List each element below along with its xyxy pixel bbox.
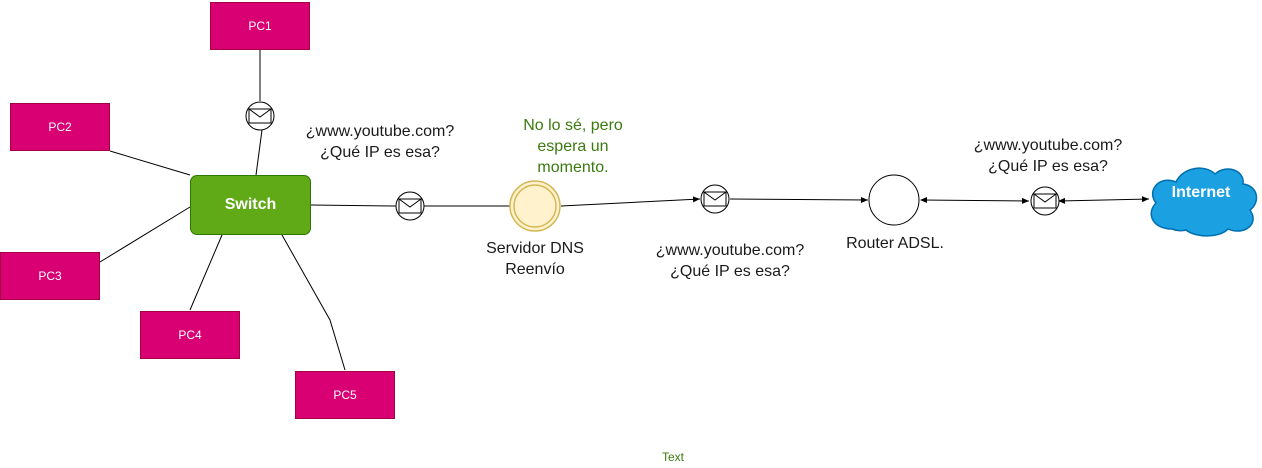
- line-pc2-switch: [109, 150, 191, 176]
- query-label-2: ¿www.youtube.com? ¿Qué IP es esa?: [655, 242, 805, 280]
- pc4-label: PC4: [178, 328, 202, 342]
- pc5-node[interactable]: PC5: [295, 371, 395, 419]
- pc2-node[interactable]: PC2: [10, 103, 110, 151]
- pc2-label: PC2: [48, 120, 72, 134]
- line-pc4-switch: [189, 234, 223, 311]
- arrow-envelope-internet: [1058, 196, 1150, 204]
- cloud-icon: [1150, 167, 1258, 237]
- router-label: Router ADSL.: [846, 235, 944, 252]
- line-switch-envelope: [310, 204, 397, 207]
- line-envelope-switch: [255, 129, 263, 176]
- query-label-1: ¿www.youtube.com? ¿Qué IP es esa?: [305, 123, 455, 161]
- pc1-node[interactable]: PC1: [210, 2, 310, 50]
- dns-server-label: Servidor DNS Reenvío: [486, 240, 584, 278]
- envelope-icon: [395, 191, 425, 221]
- pc1-label: PC1: [248, 19, 272, 33]
- connections: [99, 50, 1150, 371]
- pc3-label: PC3: [38, 269, 62, 283]
- arrow-router-envelope: [920, 197, 1030, 204]
- arrow-envelope-router: [729, 196, 869, 203]
- internet-label: Internet: [1171, 184, 1231, 201]
- dns-server-node: [509, 180, 561, 232]
- envelope-icon: [1030, 186, 1060, 216]
- line-pc3-switch: [99, 206, 191, 263]
- envelope-icon: [700, 184, 730, 214]
- switch-node[interactable]: Switch: [190, 175, 311, 235]
- footer-text: Text: [662, 450, 685, 464]
- query-label-3: ¿www.youtube.com? ¿Qué IP es esa?: [973, 137, 1123, 175]
- pc4-node[interactable]: PC4: [140, 311, 240, 359]
- envelope-icon: [245, 101, 275, 131]
- arrow-dns-envelope: [560, 196, 701, 207]
- router-node: [868, 174, 920, 226]
- pc3-node[interactable]: PC3: [0, 252, 100, 300]
- pc5-label: PC5: [333, 388, 357, 402]
- line-pc5-switch: [281, 234, 346, 371]
- switch-label: Switch: [224, 196, 277, 213]
- dns-reply-label: No lo sé, pero espera un momento.: [523, 117, 623, 176]
